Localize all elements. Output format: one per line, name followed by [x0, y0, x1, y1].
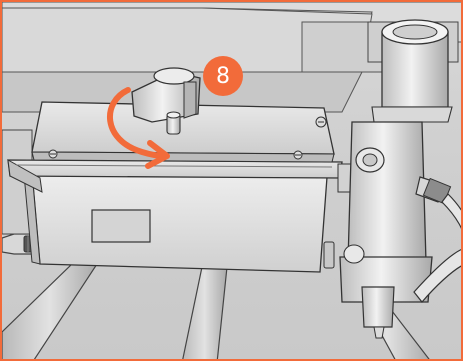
box-window: [91, 209, 151, 243]
pivot-block: [131, 67, 201, 135]
hose-fitting: [413, 176, 461, 303]
step-number-badge: 8: [203, 56, 243, 96]
control-box: [23, 171, 335, 273]
valve-assembly: [339, 19, 459, 339]
rotate-arrow-icon: [106, 87, 170, 169]
mounting-rail: [7, 159, 353, 193]
